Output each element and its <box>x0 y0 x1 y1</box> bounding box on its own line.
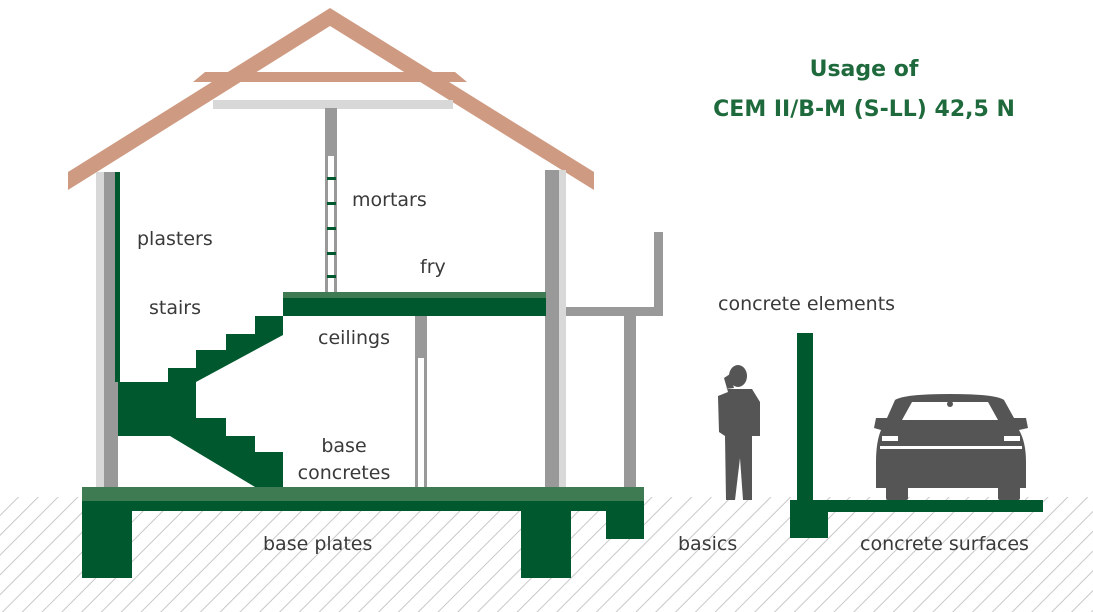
label-mortars: mortars <box>352 189 427 211</box>
left-wall <box>96 172 118 488</box>
mortar-column <box>325 108 337 294</box>
person-on-phone-icon <box>718 365 760 500</box>
concrete-element-wall <box>797 333 813 503</box>
label-concrete-elements: concrete elements <box>718 293 895 315</box>
right-wall <box>545 170 566 488</box>
carport-frame <box>566 232 663 488</box>
label-base-plates: base plates <box>263 533 372 555</box>
label-stairs: stairs <box>149 297 201 319</box>
label-plasters: plasters <box>137 228 213 250</box>
label-basics: basics <box>678 533 737 555</box>
foundations <box>82 511 644 578</box>
label-base-concretes-1: base <box>321 435 366 457</box>
plaster-layer <box>115 172 120 382</box>
lower-column <box>415 316 427 488</box>
roof <box>68 8 594 190</box>
base-slab <box>82 487 644 511</box>
title-line-1: Usage of <box>810 57 919 82</box>
concrete-surface-slab <box>790 500 1043 538</box>
car-icon <box>874 394 1028 500</box>
title-line-2: CEM II/B-M (S-LL) 42,5 N <box>713 97 1015 122</box>
label-concrete-surfaces: concrete surfaces <box>860 533 1029 555</box>
staircase <box>118 316 283 487</box>
label-fry: fry <box>420 256 446 278</box>
ceiling-slab <box>283 292 546 316</box>
label-ceilings: ceilings <box>318 327 390 349</box>
label-base-concretes-2: concretes <box>298 462 391 484</box>
